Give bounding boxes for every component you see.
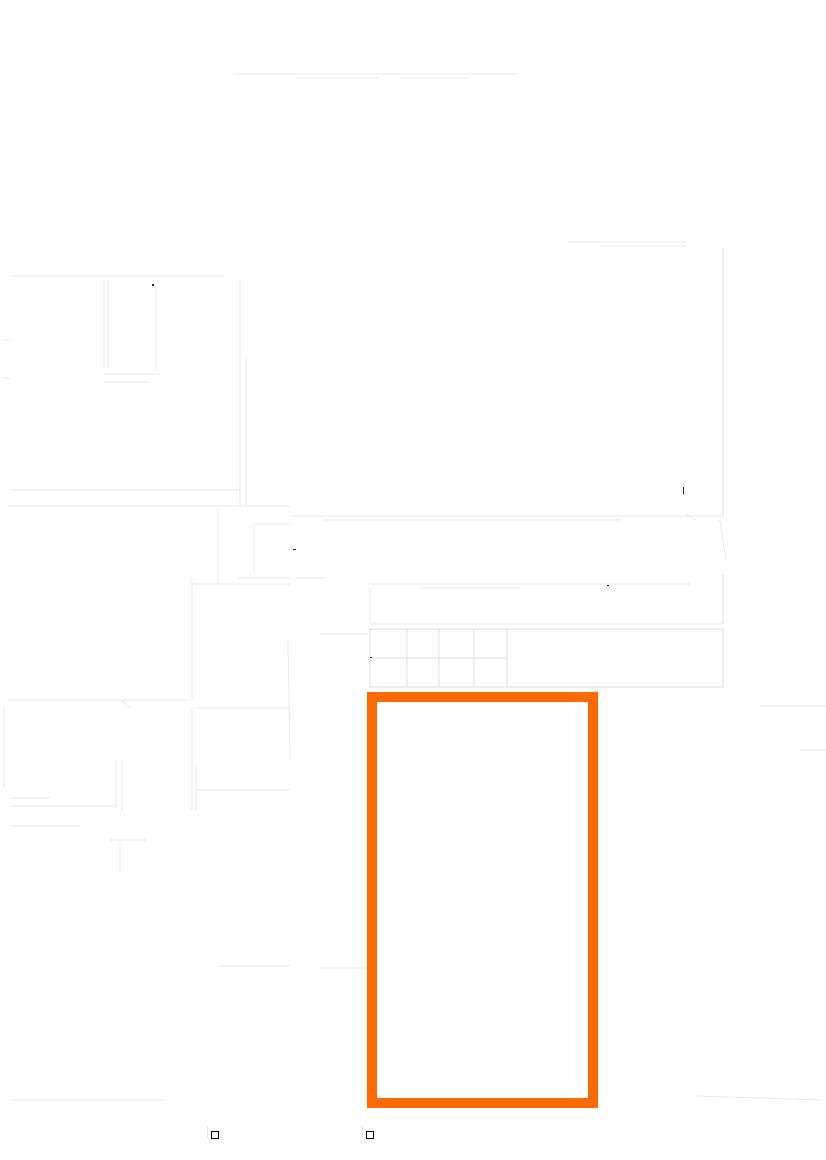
central-corridor bbox=[191, 510, 368, 761]
upper-panel-mark bbox=[607, 585, 609, 586]
small-square-icon[interactable] bbox=[211, 1131, 219, 1139]
corridor-mark bbox=[293, 549, 296, 550]
top-rule bbox=[236, 73, 518, 79]
grid-panel bbox=[369, 628, 724, 688]
right-room-mark bbox=[683, 487, 684, 494]
grid-mark bbox=[370, 657, 372, 658]
upper-left-room bbox=[2, 275, 290, 507]
lower-rules bbox=[10, 705, 826, 1101]
right-room-outline bbox=[245, 241, 727, 561]
selection-rectangle[interactable] bbox=[367, 692, 598, 1108]
upper-panel bbox=[368, 574, 724, 625]
lower-left-room bbox=[3, 699, 290, 872]
small-square-icon[interactable] bbox=[366, 1131, 374, 1139]
marker-stem bbox=[362, 1126, 363, 1138]
upper-left-mark bbox=[152, 284, 154, 286]
marker-stem bbox=[207, 1126, 208, 1138]
